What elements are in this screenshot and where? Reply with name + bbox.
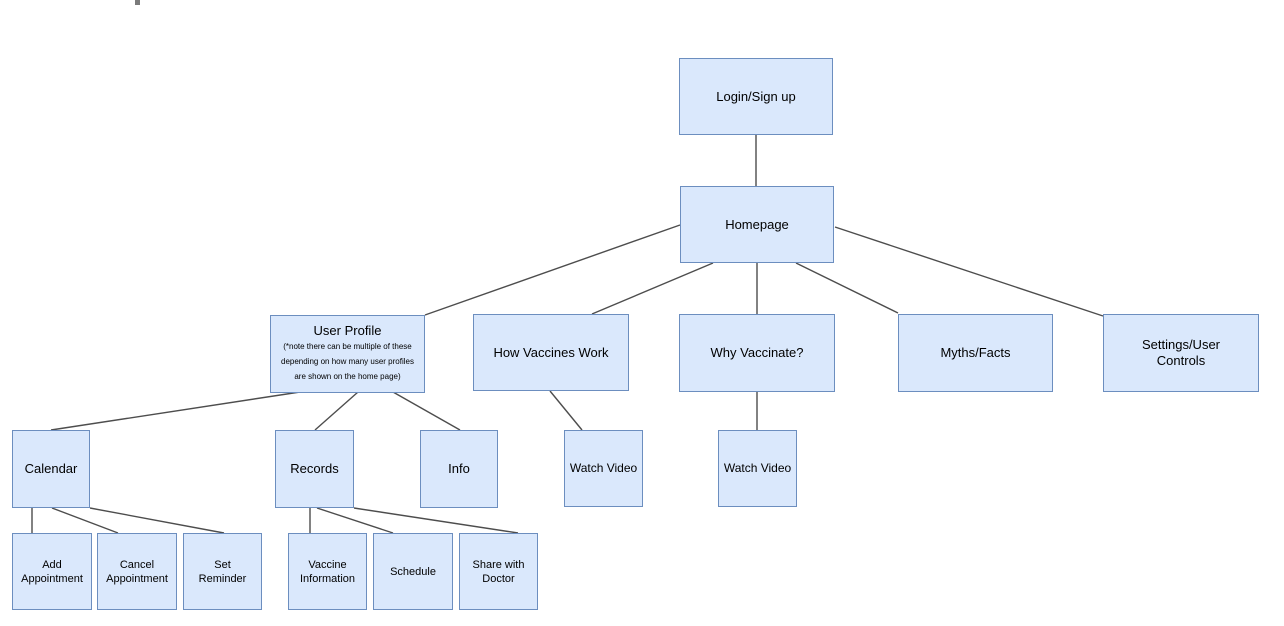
cropped-text-artifact	[135, 0, 140, 5]
node-add-appointment: Add Appointment	[12, 533, 92, 610]
edge-userprofile-records	[314, 391, 359, 431]
edge-homepage-settings	[834, 226, 1104, 317]
node-login-signup-label: Login/Sign up	[716, 88, 796, 104]
node-login-signup: Login/Sign up	[679, 58, 833, 135]
edge-homepage-howvaccines	[591, 262, 714, 315]
node-share-with-doctor-label: Share with Doctor	[472, 558, 525, 585]
node-vaccine-information-label: Vaccine Information	[299, 558, 356, 585]
edge-records-schedule	[316, 507, 394, 534]
node-cancel-appointment-label: Cancel Appointment	[106, 558, 168, 585]
node-add-appointment-label: Add Appointment	[21, 558, 83, 585]
edge-userprofile-info	[392, 391, 461, 431]
node-user-profile-note: (*note there can be multiple of these de…	[281, 342, 414, 381]
node-myths-facts: Myths/Facts	[898, 314, 1053, 392]
node-user-profile: User Profile (*note there can be multipl…	[270, 315, 425, 393]
node-schedule-label: Schedule	[390, 565, 436, 578]
node-share-with-doctor: Share with Doctor	[459, 533, 538, 610]
node-schedule: Schedule	[373, 533, 453, 610]
node-vaccine-information: Vaccine Information	[288, 533, 367, 610]
node-why-vaccinate: Why Vaccinate?	[679, 314, 835, 392]
node-settings-user-controls: Settings/User Controls	[1103, 314, 1259, 392]
edge-records-sharedoctor	[353, 507, 519, 534]
node-records: Records	[275, 430, 354, 508]
node-myths-facts-label: Myths/Facts	[940, 345, 1011, 360]
edge-calendar-cancelappt	[51, 507, 119, 534]
node-set-reminder: Set Reminder	[183, 533, 262, 610]
node-how-vaccines-work: How Vaccines Work	[473, 314, 629, 391]
node-info: Info	[420, 430, 498, 508]
node-watch-video-1-label: Watch Video	[569, 461, 638, 475]
node-why-vaccinate-label: Why Vaccinate?	[710, 345, 804, 360]
node-settings-user-controls-label: Settings/User Controls	[1141, 337, 1221, 368]
node-watch-video-1: Watch Video	[564, 430, 643, 507]
node-how-vaccines-work-label: How Vaccines Work	[493, 344, 609, 360]
edge-calendar-setreminder	[89, 507, 225, 534]
node-info-label: Info	[448, 461, 470, 476]
edge-homepage-mythsfacts	[795, 262, 899, 314]
node-calendar: Calendar	[12, 430, 90, 508]
node-cancel-appointment: Cancel Appointment	[97, 533, 177, 610]
node-set-reminder-label: Set Reminder	[198, 558, 247, 585]
edge-homepage-userprofile	[424, 224, 681, 316]
edge-howvaccines-watchvideo	[549, 390, 583, 431]
node-watch-video-2: Watch Video	[718, 430, 797, 507]
edge-userprofile-calendar	[50, 391, 301, 431]
node-homepage: Homepage	[680, 186, 834, 263]
node-watch-video-2-label: Watch Video	[723, 461, 792, 475]
node-user-profile-label: User Profile	[313, 323, 382, 338]
node-records-label: Records	[290, 461, 339, 476]
node-calendar-label: Calendar	[24, 461, 78, 476]
node-homepage-label: Homepage	[725, 216, 789, 232]
